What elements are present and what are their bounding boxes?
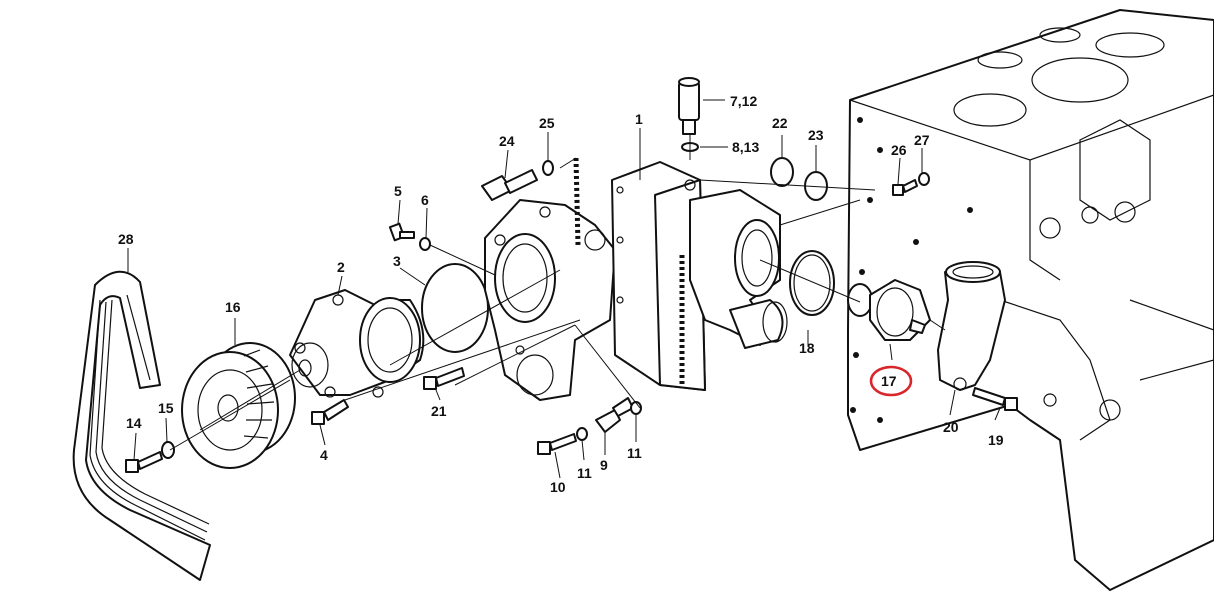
callout-14: 14 [126,415,142,431]
callout-11b: 11 [627,445,642,461]
callout-15: 15 [158,400,174,416]
seal-line-left [573,157,581,246]
callout-2: 2 [337,259,345,275]
bolt-26 [892,179,918,196]
callout-11a: 11 [577,465,592,481]
callout-1: 1 [635,111,643,127]
leader-lines [127,99,1001,479]
bolt-5 [388,222,415,242]
callout-26: 26 [891,142,907,158]
highlight-ring [869,365,913,397]
thermostat [847,279,931,341]
bolt-14 [125,451,163,473]
callout-16: 16 [225,299,241,315]
washer-27 [918,172,930,186]
callout-5: 5 [394,183,402,199]
callout-23: 23 [808,127,824,143]
callout-21: 21 [431,403,447,419]
bolt-24 [481,169,538,201]
callout-22: 22 [772,115,788,131]
o-ring-18 [789,250,835,316]
o-ring [421,263,489,353]
callout-25: 25 [539,115,555,131]
water-pump [289,289,425,398]
bolt-19 [972,387,1018,411]
callout-28: 28 [118,231,134,247]
bolt-21 [423,367,465,390]
assembly-lines [169,135,946,451]
callout-6: 6 [421,192,429,208]
o-ring-22 [770,157,794,187]
callout-20: 20 [943,419,959,435]
callout-8-13: 8,13 [732,139,759,155]
bolt-4 [311,399,349,425]
callout-27: 27 [914,132,930,148]
callout-18: 18 [799,340,815,356]
engine-block [847,9,1214,591]
callout-3: 3 [393,253,401,269]
fitting-9 [595,397,634,433]
callout-9: 9 [600,457,608,473]
callout-10: 10 [550,479,566,495]
callout-4: 4 [320,447,328,463]
pulley [181,342,296,469]
fitting-7-12 [678,77,700,135]
callout-24: 24 [499,133,515,149]
washer-11a [576,427,588,441]
thermostat-cover [937,261,1006,391]
callout-17: 17 [881,373,897,389]
washer-6 [419,237,431,251]
pump-housing [484,199,616,401]
drive-belt [72,270,211,581]
bolt-10 [537,433,577,455]
washer-15 [161,441,175,459]
washer-25 [542,160,554,176]
callout-19: 19 [988,432,1004,448]
callout-labels: 1 2 3 4 5 6 7,12 8,13 9 10 11 11 14 15 1… [118,93,1004,495]
callout-7-12: 7,12 [730,93,757,109]
outlet-elbow [689,189,788,349]
